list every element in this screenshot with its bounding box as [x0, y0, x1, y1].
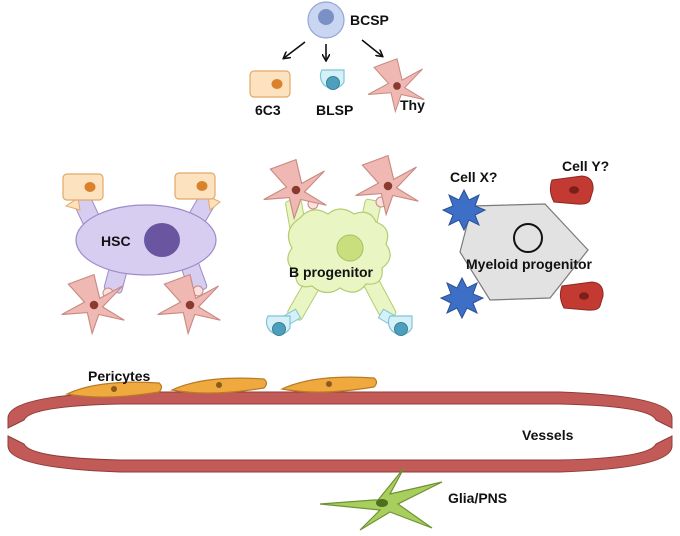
vessels-label: Vessels [522, 427, 574, 443]
c6c3-label: 6C3 [255, 102, 281, 118]
glia-cell [319, 467, 443, 531]
pericyte-right [281, 376, 378, 393]
thy-label: Thy [400, 97, 425, 113]
b-progenitor-nucleus [336, 234, 364, 262]
hsc-label: HSC [101, 233, 131, 249]
b-blsp-cell-left [265, 315, 291, 337]
hsc-thy-cell-right [157, 274, 221, 335]
myeloid-progenitor-nucleus [513, 223, 543, 253]
bcsp-label: BCSP [350, 12, 389, 28]
hsc-nucleus [144, 223, 180, 257]
blsp-label: BLSP [316, 102, 353, 118]
b-blsp-cell-right [387, 315, 413, 337]
pericytes-label: Pericytes [88, 368, 150, 384]
myeloid-progenitor-label: Myeloid progenitor [466, 256, 593, 272]
cell-y-label: Cell Y? [562, 158, 609, 174]
glia-pns-label: Glia/PNS [448, 490, 507, 506]
hsc-6c3-cell-right [174, 172, 216, 200]
c6c3-cell [249, 70, 291, 98]
hsc-6c3-cell-left [62, 173, 104, 201]
b-progenitor-niche [282, 196, 397, 326]
cell-y-upper [549, 175, 594, 205]
hsc-niche [64, 194, 221, 299]
b-progenitor-label: B progenitor [289, 264, 374, 280]
cell-x-upper [442, 189, 486, 231]
cell-x-label: Cell X? [450, 169, 497, 185]
blsp-cell [319, 69, 345, 91]
arrow-to-6c3 [284, 41, 306, 58]
bcsp-cell [307, 1, 345, 39]
cell-y-lower [559, 281, 604, 311]
cell-x-lower [440, 277, 484, 319]
pericyte-middle [171, 377, 268, 394]
arrow-to-thy [361, 39, 382, 56]
